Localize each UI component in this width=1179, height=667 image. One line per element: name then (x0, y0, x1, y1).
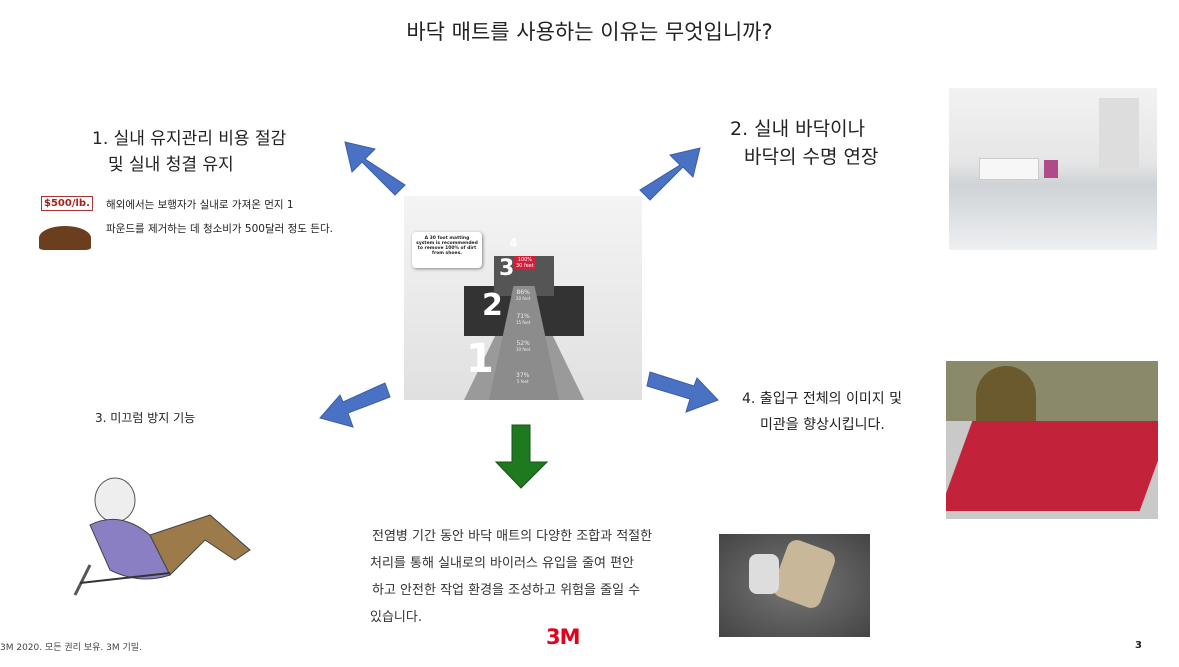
arrow-down-left-icon (319, 382, 391, 428)
point2-line1: 2. 실내 바닥이나 (730, 118, 866, 140)
arrow-up-right-icon (639, 147, 701, 201)
copyright-text: 3M 2020. 모든 권리 보유. 3M 기밀. (0, 643, 142, 653)
point1-detail-line2: 파운드를 제거하는 데 청소비가 500달러 정도 든다. (106, 223, 333, 235)
bottom-paragraph: 전염병 기간 동안 바닥 매트의 다양한 조합과 적절한 처리를 통해 실내로의… (370, 523, 652, 631)
dirt-pile-image: $500/lb. (35, 190, 93, 252)
price-badge: $500/lb. (41, 196, 93, 211)
point4-heading: 4. 출입구 전체의 이미지 및 미관을 향상시킵니다. (742, 386, 902, 438)
page-title: 바닥 매트를 사용하는 이유는 무엇입니까? (406, 20, 773, 44)
step-4-number: 4 (509, 236, 518, 250)
point2-line2: 바닥의 수명 연장 (744, 146, 879, 168)
point1-heading: 1. 실내 유지관리 비용 절감 및 실내 청결 유지 (92, 126, 286, 178)
step-37: 37%5 feet (516, 372, 530, 384)
bottom-line-1: 전염병 기간 동안 바닥 매트의 다양한 조합과 적절한 (372, 529, 653, 544)
3m-logo: 3M (546, 625, 581, 649)
point1-line2: 및 실내 청결 유지 (108, 155, 234, 175)
step-52: 52%10 feet (516, 340, 531, 352)
step-3-badge: 100%30 feet (514, 256, 536, 270)
point4-line1: 4. 출입구 전체의 이미지 및 (742, 391, 902, 407)
step-3-number: 3 (499, 256, 515, 281)
step-71: 71%15 feet (516, 313, 531, 325)
slipping-elderly-illustration (60, 455, 275, 605)
bottom-line-4: 있습니다. (370, 610, 422, 625)
step-86: 86%20 feet (516, 289, 531, 301)
infographic-callout: A 30 foot matting system is recommended … (412, 232, 482, 268)
entrance-mat-photo (946, 361, 1158, 519)
step-2-number: 2 (482, 288, 503, 323)
step-1-number: 1 (466, 336, 494, 382)
interior-floor-photo (949, 88, 1157, 250)
page-number: 3 (1135, 640, 1142, 651)
point2-heading: 2. 실내 바닥이나 바닥의 수명 연장 (730, 115, 878, 171)
arrow-down-green-icon (494, 424, 549, 489)
arrow-down-right-icon (646, 371, 719, 413)
bottom-line-3: 하고 안전한 작업 환경을 조성하고 위험을 줄일 수 (372, 583, 641, 598)
point1-detail-line1: 해외에서는 보행자가 실내로 가져온 먼지 1 (106, 199, 294, 211)
matting-infographic: A 30 foot matting system is recommended … (404, 196, 642, 400)
arrow-up-left-icon (344, 141, 406, 196)
point3-label: 3. 미끄럼 방지 기능 (95, 411, 196, 425)
shoe-on-mat-photo (719, 534, 870, 637)
point1-line1: 1. 실내 유지관리 비용 절감 (92, 129, 287, 149)
point4-line2: 미관을 향상시킵니다. (760, 417, 885, 433)
bottom-line-2: 처리를 통해 실내로의 바이러스 유입을 줄여 편안 (370, 556, 634, 571)
